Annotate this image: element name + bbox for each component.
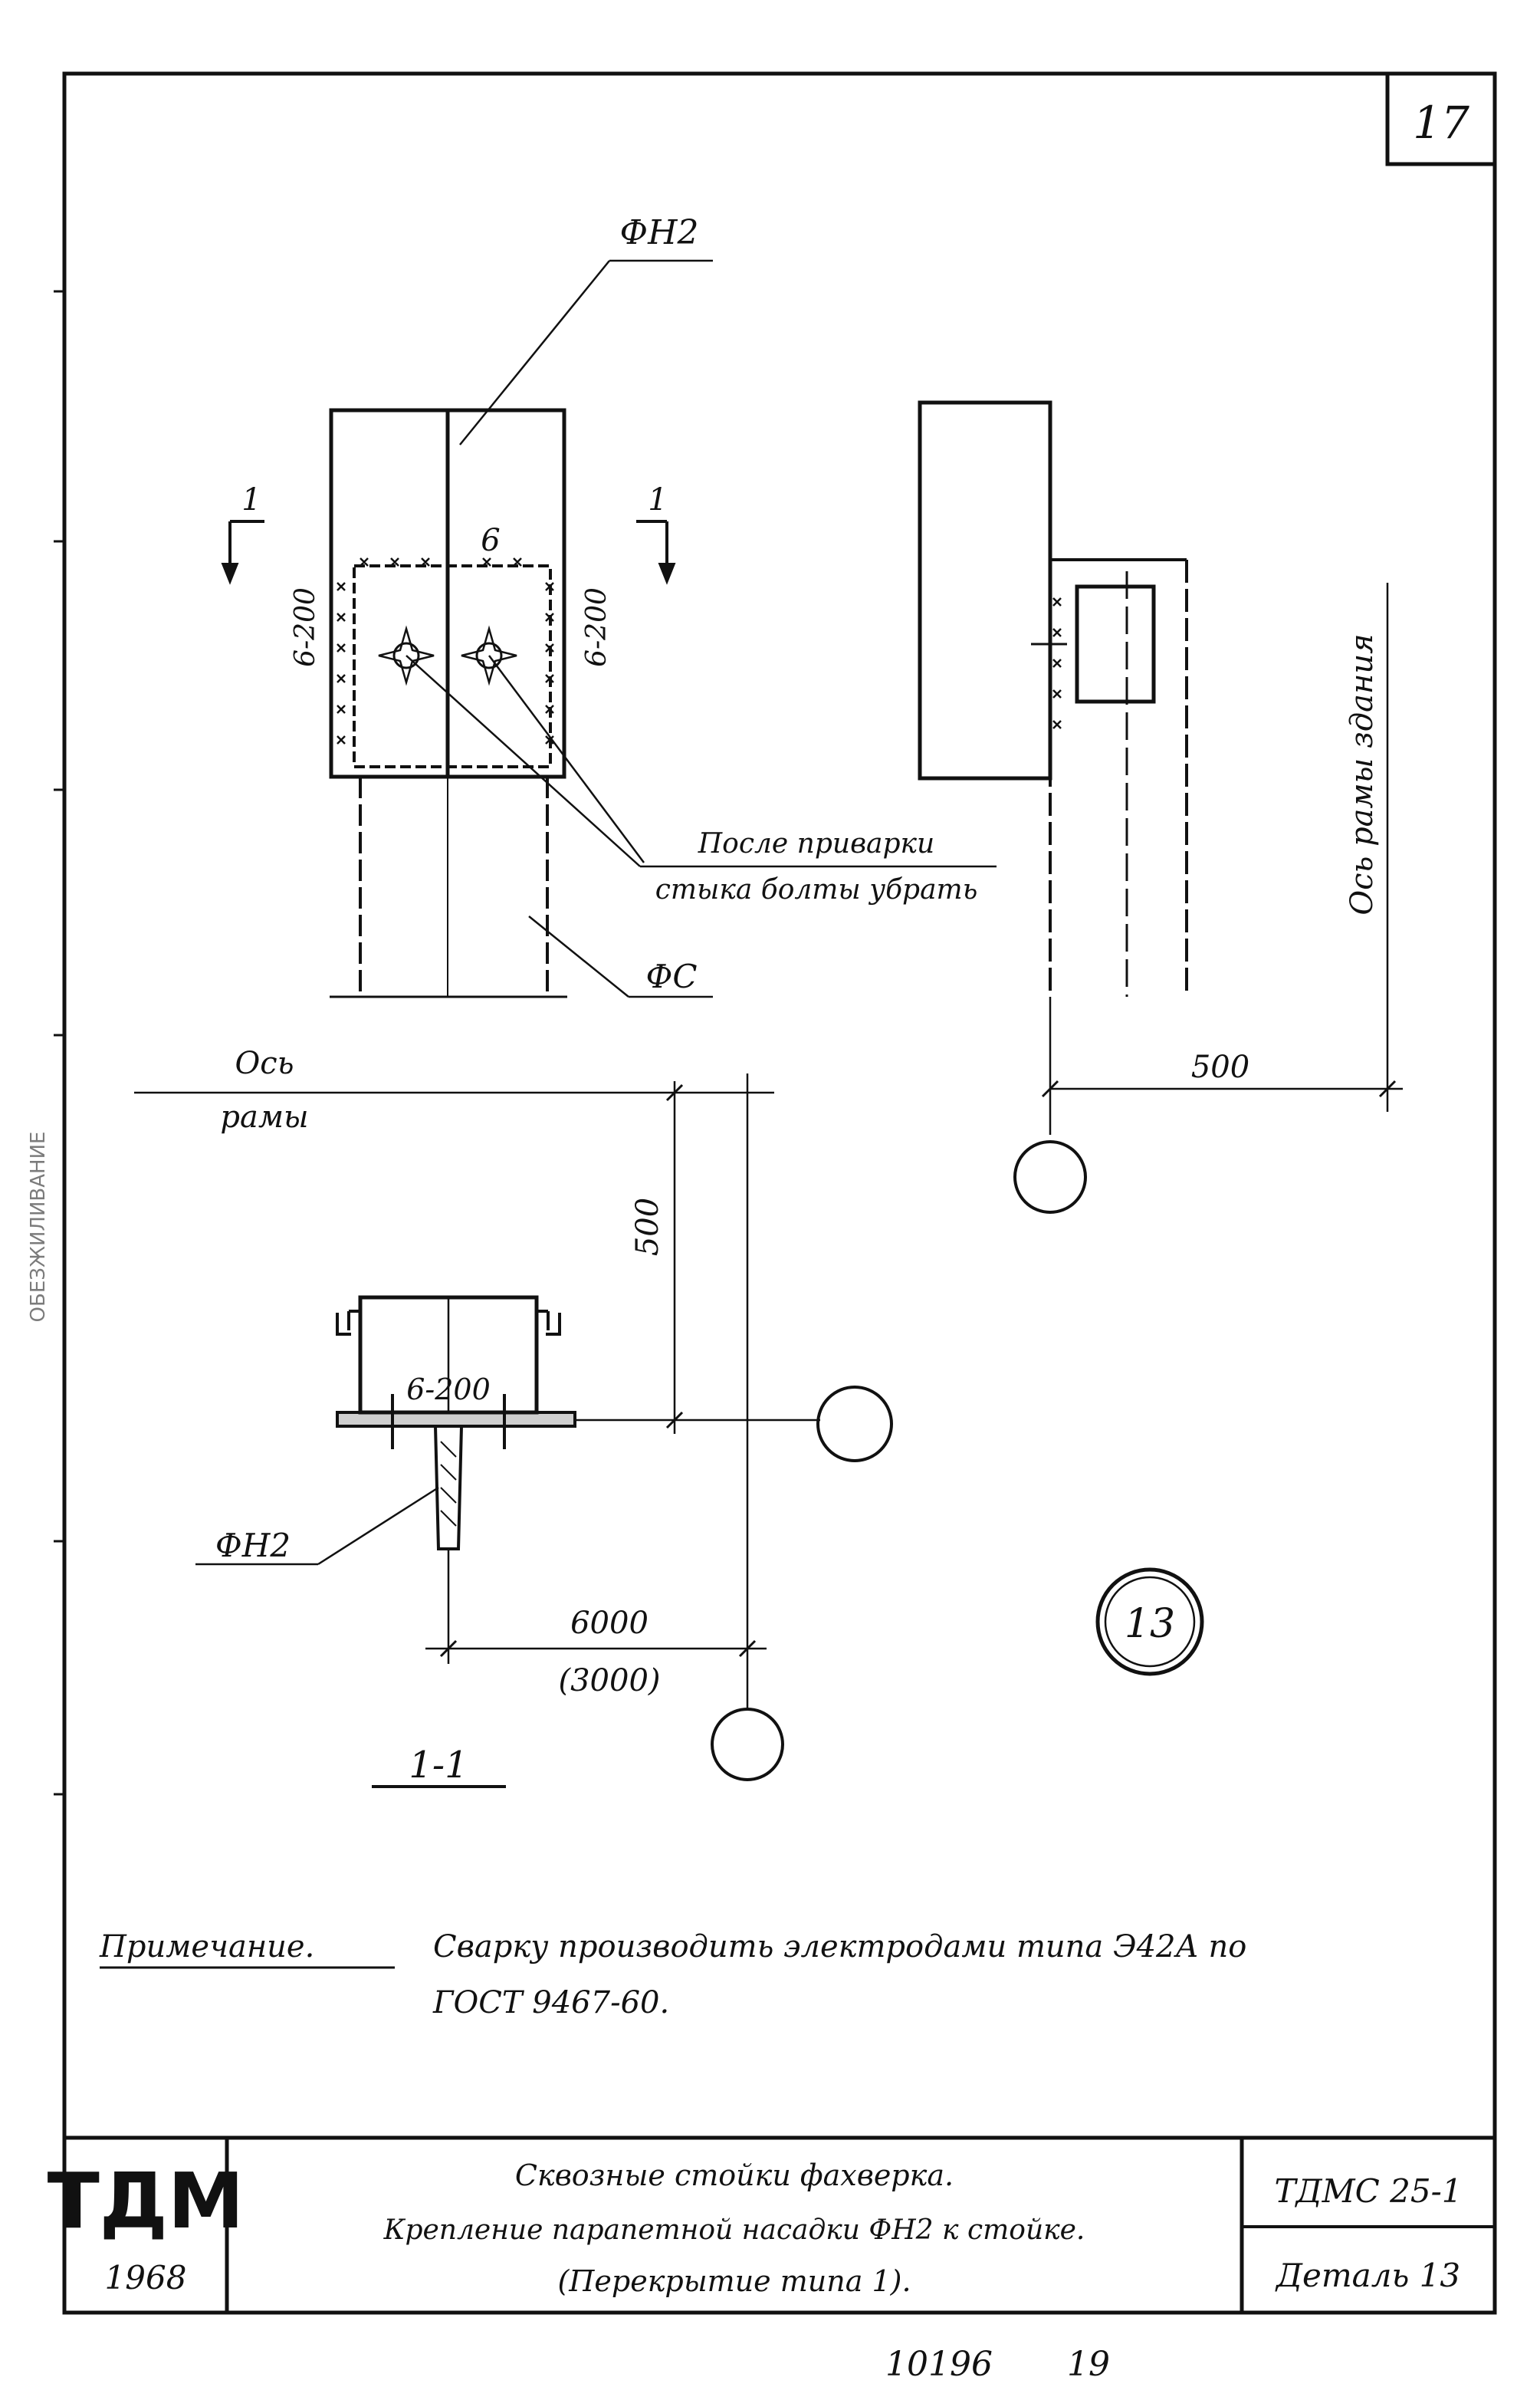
dim-3000: (3000) [558,1663,660,1698]
sheet-frame [54,71,1497,2315]
axis-building-label: Ось рамы здания [1345,633,1380,915]
title-line1: Сквозные стойки фахверка. [515,2158,954,2192]
dim-section-500: 500 [630,1198,665,1256]
fc-label: ФС [646,958,698,995]
title-line3: (Перекрытие типа 1). [557,2264,911,2298]
title-year: 1968 [105,2259,187,2296]
frame-axis [134,1073,774,1664]
series-code: ТДМС 25-1 [1274,2172,1462,2210]
section-1-1 [195,1295,1204,1788]
side-strip-text: ОБЕЗЖИЛИВАНИЕ [27,1132,50,1323]
note-label: Примечание. [99,1929,314,1964]
detail-number: 13 [1125,1601,1175,1647]
weld-label-top: 6 [481,523,500,558]
fh2-label-section: ФН2 [215,1527,291,1564]
axis-frame-line1: Ось [235,1046,294,1081]
note-line1: Сварку производить электродами типа Э42А… [433,1929,1246,1964]
detail-label: Деталь 13 [1275,2257,1460,2294]
dim-6000: 6000 [570,1606,649,1641]
weld-label-left: 6-200 [290,587,321,667]
stamp-left: 10196 [885,2345,993,2384]
section-title: 1-1 [409,1744,468,1787]
note-line2: ГОСТ 9467-60. [432,1985,669,2020]
bolt-icon [461,625,517,686]
dim-side-500: 500 [1191,1050,1249,1085]
section-mark-left: 1 [241,482,261,518]
section-mark-right: 1 [648,482,667,518]
page-number: 17 [1413,97,1469,149]
front-view [221,259,997,998]
bolt-icon [378,625,435,686]
axis-frame-line2: рамы [220,1100,308,1135]
logo-tdm: ТДМ [48,2156,245,2246]
title-line2: Крепление парапетной насадки ФН2 к стойк… [383,2214,1085,2246]
bolts-note-line1: После приварки [698,828,934,860]
side-view [918,400,1403,1214]
bolts-note-line2: стыка болты убрать [655,874,978,906]
weld-label-right: 6-200 [581,587,612,667]
fh2-label-top: ФН2 [620,213,699,252]
stamp-right: 19 [1067,2345,1110,2384]
weld-label-section: 6-200 [406,1373,491,1406]
